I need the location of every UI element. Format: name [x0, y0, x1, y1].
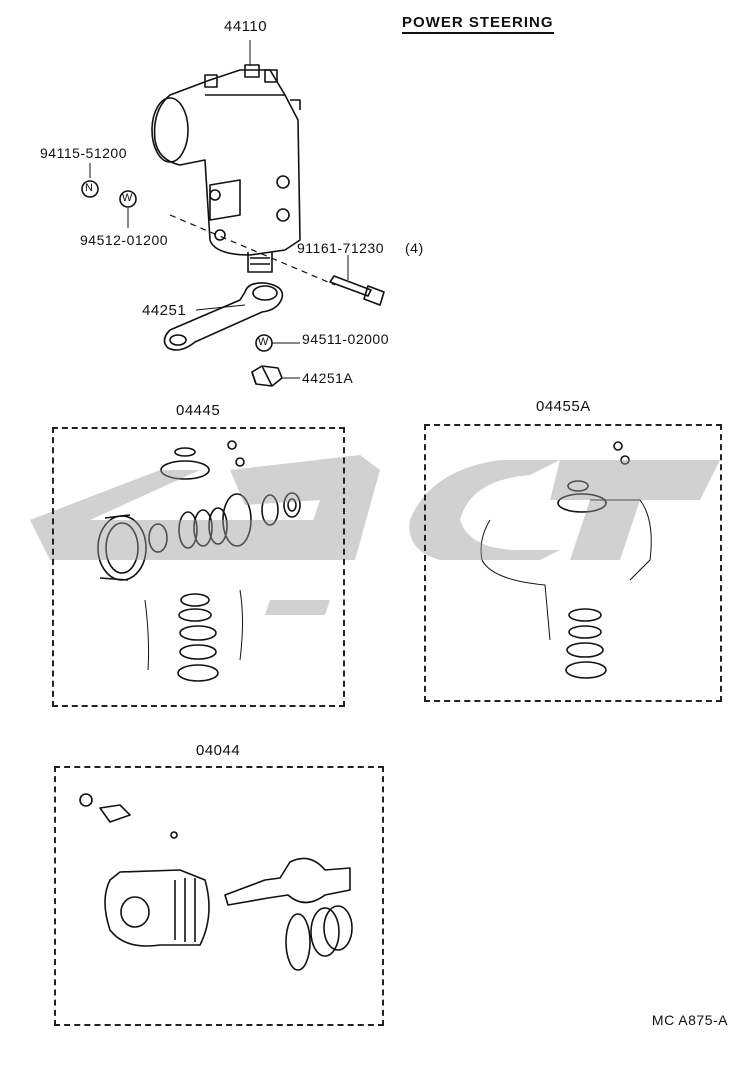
part-label-94512-01200[interactable]: 94512-01200 — [80, 232, 169, 248]
page-title: POWER STEERING — [402, 14, 554, 34]
part-label-94511-02000[interactable]: 94511-02000 — [302, 331, 389, 347]
nut-symbol: N — [85, 182, 94, 194]
kit-label-04445[interactable]: 04445 — [176, 402, 221, 419]
washer-symbol-lower: W — [258, 336, 269, 348]
washer-symbol-circle — [119, 190, 137, 208]
kit-04455A-parts[interactable] — [480, 441, 652, 679]
kit-04044-parts[interactable] — [79, 793, 353, 971]
part-label-44251[interactable]: 44251 — [142, 302, 187, 319]
kit-04445-parts[interactable] — [97, 440, 301, 682]
part-label-91161-71230[interactable]: 91161-71230 — [297, 240, 384, 256]
part-label-44251A[interactable]: 44251A — [302, 370, 354, 386]
kit-label-04044[interactable]: 04044 — [196, 742, 241, 759]
washer-symbol-left: W — [122, 192, 133, 204]
reference-code: MC A875-A — [651, 1012, 728, 1028]
steering-gear-housing[interactable] — [151, 64, 301, 273]
kit-label-04455A[interactable]: 04455A — [536, 398, 591, 415]
kit-box-04044 — [54, 766, 384, 1026]
pitman-arm[interactable] — [163, 282, 284, 351]
bolt-quantity: (4) — [405, 240, 424, 256]
kit-box-04455A — [424, 424, 722, 702]
nut-symbol-circle — [81, 180, 99, 198]
mounting-bolt[interactable] — [329, 275, 385, 306]
part-label-94115-51200[interactable]: 94115-51200 — [40, 145, 127, 161]
part-label-44110[interactable]: 44110 — [224, 18, 268, 35]
kit-box-04445 — [52, 427, 345, 707]
